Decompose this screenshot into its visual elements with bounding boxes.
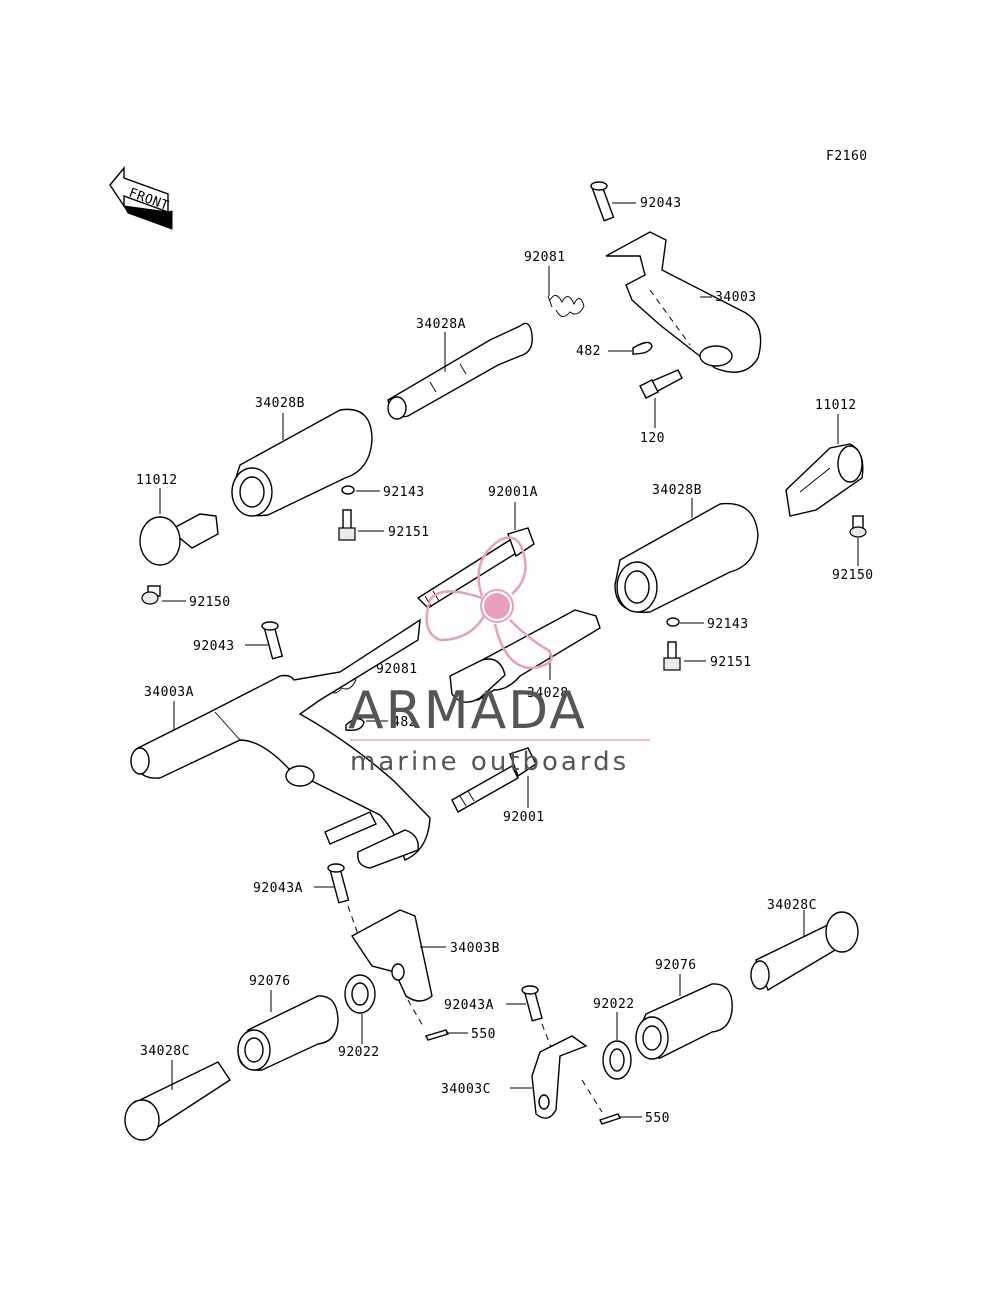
label-92151-left: 92151 [388, 525, 430, 540]
label-34003B: 34003B [450, 941, 500, 956]
label-34028A: 34028A [416, 317, 466, 332]
washer-92022-left [344, 974, 376, 1014]
watermark-brand: ARMADA [348, 681, 587, 741]
bracket-34003C [531, 1035, 603, 1119]
label-550-left: 550 [471, 1027, 496, 1042]
pin-550-right [599, 1113, 621, 1125]
bracket-34003B [350, 909, 433, 1029]
label-92043A-right: 92043A [444, 998, 494, 1013]
label-34028B-left: 34028B [255, 396, 305, 411]
label-92143-right: 92143 [707, 617, 749, 632]
label-92076-right: 92076 [655, 958, 697, 973]
label-92081-mid: 92081 [376, 662, 418, 677]
screw-92150-right [849, 515, 867, 538]
grip-34028B-right [614, 502, 759, 613]
label-92151-right: 92151 [710, 655, 752, 670]
label-92150-left: 92150 [189, 595, 231, 610]
grip-92076-right [635, 983, 733, 1060]
bolt-92151-left [338, 509, 356, 541]
watermark-tagline: marine outboards [350, 747, 629, 777]
bracket-34003 [605, 231, 762, 373]
shaft-34028A [387, 322, 533, 420]
grip-34028B-left [231, 408, 373, 517]
label-34003: 34003 [715, 290, 757, 305]
label-34003C: 34003C [441, 1082, 491, 1097]
spring-92081-top [547, 295, 585, 317]
label-92043-mid: 92043 [193, 639, 235, 654]
clip-482-mid [345, 717, 365, 732]
bolt-92001 [451, 747, 537, 813]
front-arrow-icon: FRONT [109, 166, 173, 230]
label-92001: 92001 [503, 810, 545, 825]
label-92150-right: 92150 [832, 568, 874, 583]
clip-482-top [632, 341, 653, 355]
label-34028C-left: 34028C [140, 1044, 190, 1059]
washer-92143-right [666, 617, 680, 627]
label-92001A: 92001A [488, 485, 538, 500]
label-34003A: 34003A [144, 685, 194, 700]
peg-34028C-left [124, 1061, 231, 1141]
pin-92043-mid [261, 621, 284, 660]
propeller-logo-icon [425, 536, 553, 670]
pin-92043A-right [521, 985, 543, 1022]
armada-watermark: ARMADA marine outboards [348, 536, 650, 777]
bolt-120 [639, 369, 683, 399]
grip-92076-left [237, 995, 339, 1071]
arm-34003A [130, 618, 431, 869]
label-92043-top: 92043 [640, 196, 682, 211]
label-11012-left: 11012 [136, 473, 178, 488]
label-92081-top: 92081 [524, 250, 566, 265]
label-92076-left: 92076 [249, 974, 291, 989]
label-92143-left: 92143 [383, 485, 425, 500]
label-92022-right: 92022 [593, 997, 635, 1012]
label-92043A-left: 92043A [253, 881, 303, 896]
label-34028: 34028 [527, 686, 569, 701]
peg-34028C-right [750, 911, 859, 992]
label-92022-left: 92022 [338, 1045, 380, 1060]
bolt-92151-right [663, 641, 681, 671]
pin-550-left [425, 1029, 449, 1041]
screw-92150-left [141, 585, 161, 605]
label-550-right: 550 [645, 1111, 670, 1126]
label-34028C-right: 34028C [767, 898, 817, 913]
peg-34028 [449, 609, 601, 703]
label-34028B-right: 34028B [652, 483, 702, 498]
washer-92022-right [602, 1040, 632, 1080]
label-482-top: 482 [576, 344, 601, 359]
washer-92143-left [341, 485, 355, 495]
label-120: 120 [640, 431, 665, 446]
label-482-mid: 482 [392, 715, 417, 730]
label-11012-right: 11012 [815, 398, 857, 413]
cap-11012-right [785, 443, 864, 517]
cap-11012-left [139, 513, 219, 566]
pin-92043A-left [327, 863, 350, 904]
pin-92043-top [590, 181, 615, 222]
figure-code: F2160 [826, 149, 868, 164]
